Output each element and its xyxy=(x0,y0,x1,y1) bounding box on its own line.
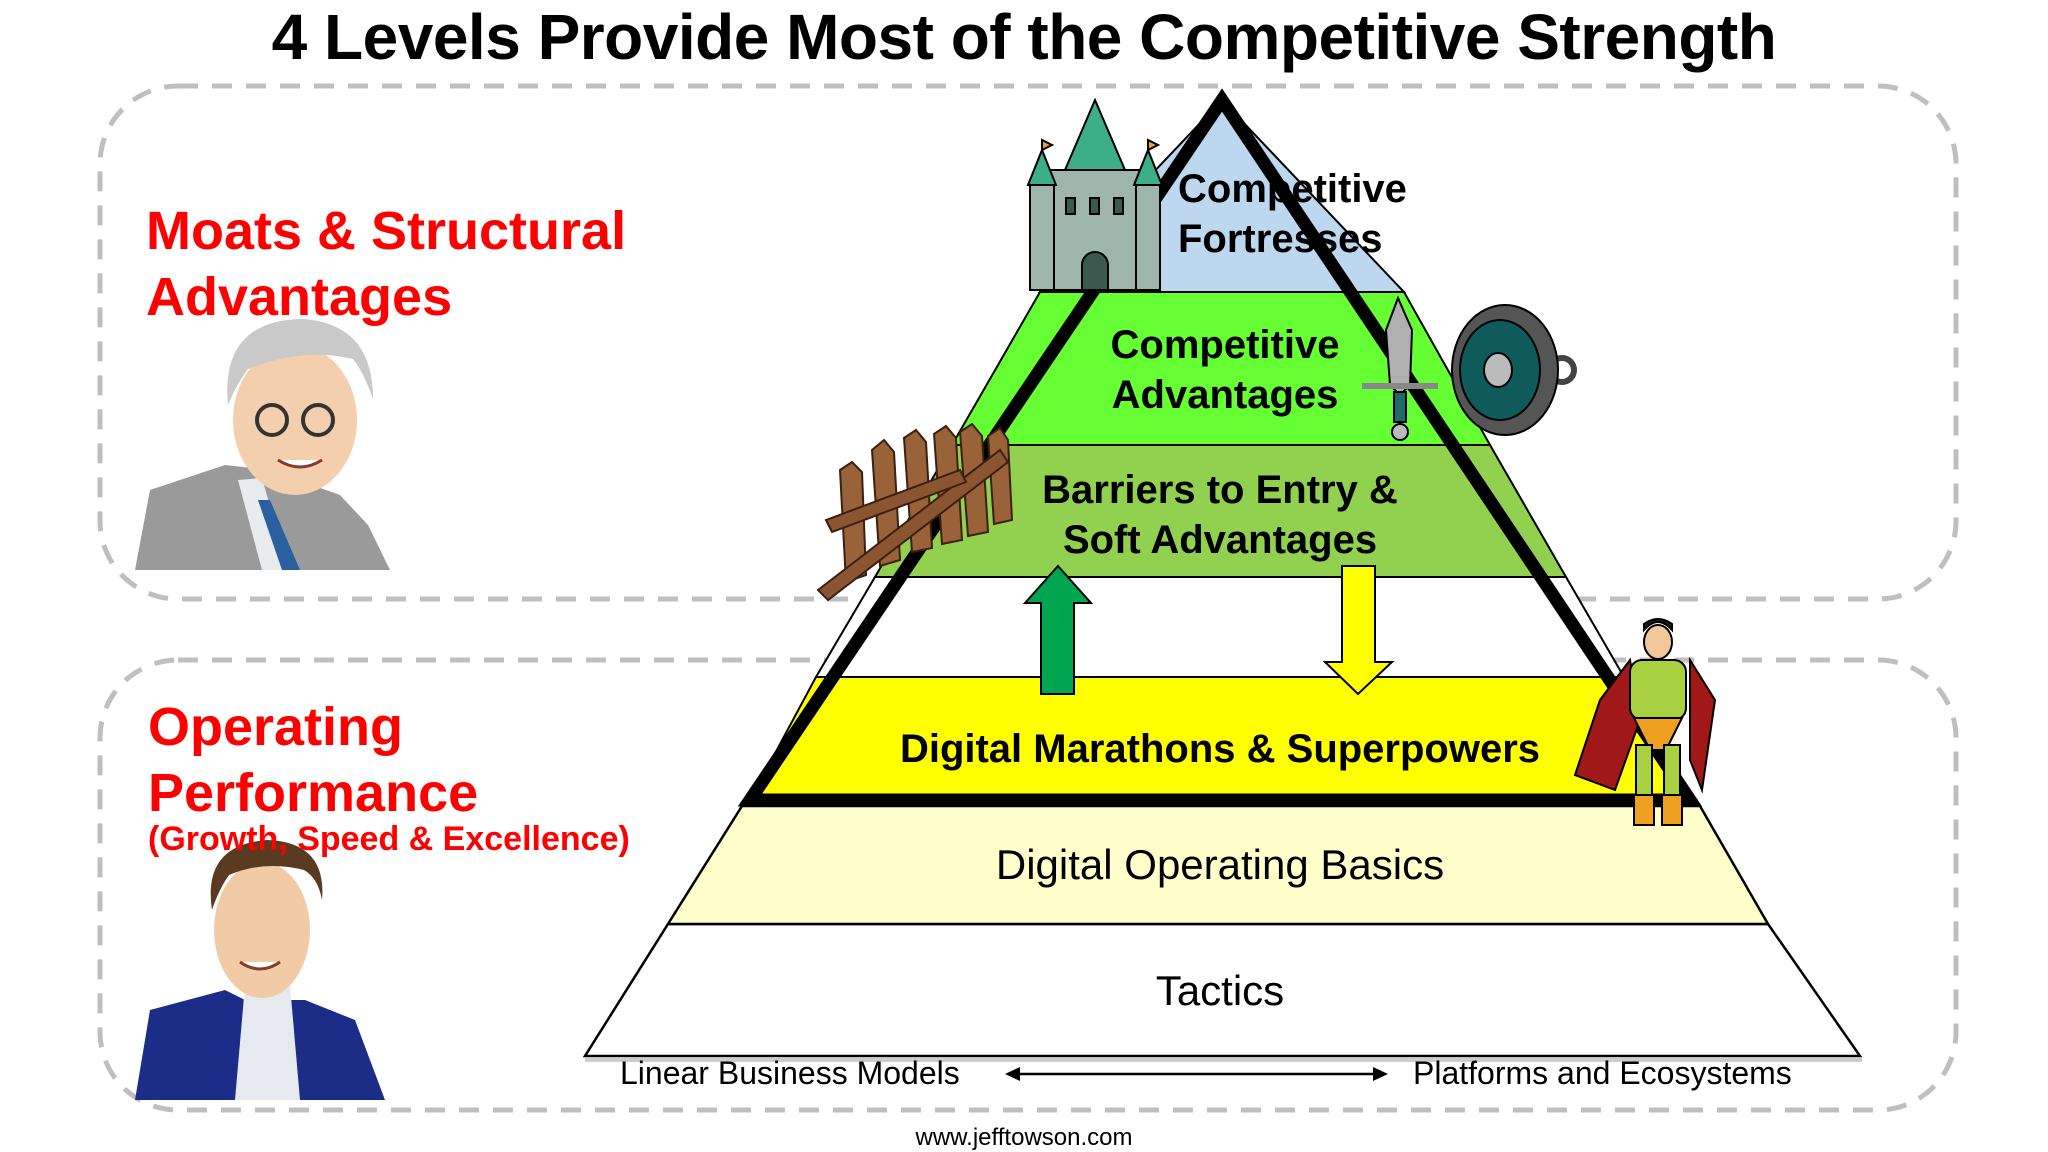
level-label-competitive-advantages: Competitive Advantages xyxy=(1040,320,1410,420)
level-label-line2: Fortresses xyxy=(1178,217,1383,261)
level-label-line2: Soft Advantages xyxy=(1062,518,1378,562)
level-label-tactics: Tactics xyxy=(1155,967,1285,1014)
shield-icon xyxy=(1451,304,1577,436)
wooden-palisade-icon xyxy=(816,422,1014,602)
level-label-line2: Advantages xyxy=(1111,373,1339,417)
lower-heading-line1: Operating xyxy=(148,697,404,757)
upper-heading-line2: Advantages xyxy=(146,267,453,327)
level-label-line1: Competitive xyxy=(1178,167,1407,211)
level-label-barriers: Barriers to Entry & Soft Advantages xyxy=(960,465,1480,565)
older-businessman-portrait xyxy=(135,319,390,570)
level-label-digital-marathons: Digital Marathons & Superpowers xyxy=(899,727,1541,771)
upper-section-border xyxy=(97,83,1959,602)
footer-url: www.jefftowson.com xyxy=(915,1124,1133,1151)
younger-businessman-portrait xyxy=(135,840,385,1100)
level-label-line1: Barriers to Entry & xyxy=(1042,468,1398,512)
pyramid-outline xyxy=(737,88,1703,807)
level-label-digital-operating-basics: Digital Operating Basics xyxy=(995,841,1445,888)
outer-pyramid-base xyxy=(582,804,1863,1062)
axis-left-label: Linear Business Models xyxy=(620,1055,960,1091)
lower-heading-line2: Performance xyxy=(148,763,479,823)
upper-section-heading: Moats & Structural Advantages xyxy=(146,198,626,330)
lower-section-heading: Operating Performance xyxy=(148,694,478,826)
sword-icon xyxy=(1362,295,1438,441)
page-title: 4 Levels Provide Most of the Competitive… xyxy=(271,1,1777,73)
up-arrow-icon xyxy=(1022,564,1094,695)
level-label-competitive-fortresses: Competitive Fortresses xyxy=(1178,164,1407,264)
white-gap-band xyxy=(814,576,1626,678)
lower-section-subheading: (Growth, Speed & Excellence) xyxy=(148,820,630,858)
down-arrow-icon xyxy=(1322,565,1395,696)
superhero-icon xyxy=(1573,618,1717,826)
upper-heading-line1: Moats & Structural xyxy=(146,201,627,261)
level-label-line1: Competitive xyxy=(1110,323,1340,367)
castle-icon xyxy=(1026,97,1164,291)
linear-to-platform-arrow xyxy=(1005,1067,1388,1081)
axis-right-label: Platforms and Ecosystems xyxy=(1413,1055,1792,1091)
